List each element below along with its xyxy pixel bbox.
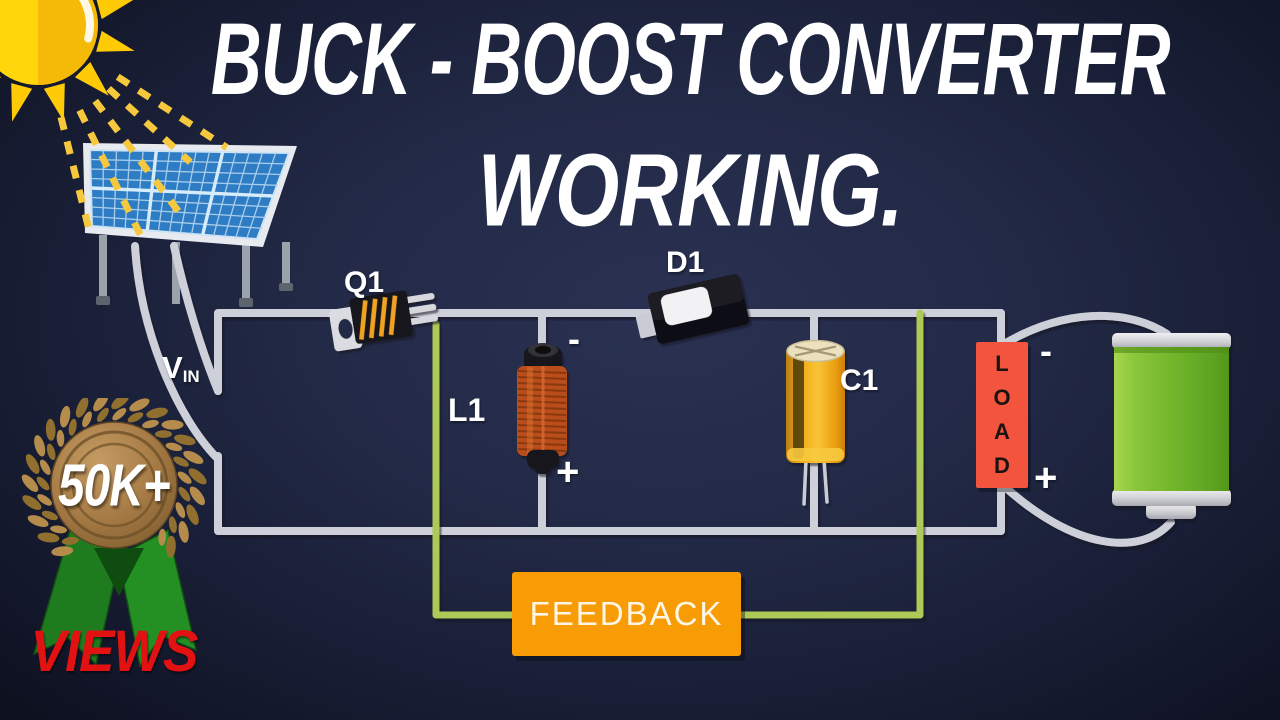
feedback-wires [432,309,924,619]
capacitor-c1 [786,339,845,506]
medal-graphic [21,398,207,668]
inductor-plus-sign: + [556,450,580,494]
title-line-2: WORKING. [477,133,903,249]
diode-label: D1 [666,246,705,279]
battery-wire-top [1000,311,1171,348]
load-label: LOAD [993,351,1011,478]
sunlight-dashed-rays [57,73,229,247]
battery-wire-bottom [1000,482,1175,547]
vin-label: VIN [162,350,200,386]
load-box: LOAD [976,342,1028,488]
capacitor-label: C1 [840,364,879,397]
battery-illustration [1112,333,1231,519]
inductor-l1 [517,343,567,474]
diode-d1 [635,274,750,344]
transistor-label: Q1 [344,266,385,299]
feedback-box: FEEDBACK [512,572,741,656]
inductor-minus-sign: - [568,318,580,359]
feedback-label: FEEDBACK [529,595,724,632]
load-plus-sign: + [1034,456,1058,500]
sun-icon [0,0,135,122]
ribbons [32,528,198,668]
views-label: VIEWS [30,617,199,684]
transistor-q1 [329,290,439,352]
panel-wire-positive [170,242,222,395]
load-minus-sign: - [1040,330,1052,371]
views-badge: 50K+ VIEWS [8,398,220,700]
views-count: 50K+ [58,452,171,519]
video-title: BUCK - BOOST CONVERTER WORKING. [90,1,1280,271]
title-line-1: BUCK - BOOST CONVERTER [210,1,1171,116]
laurel-wreath-icon [21,398,207,558]
medal-icon [50,421,178,549]
panel-feet [96,283,293,307]
panel-section-dividers [90,150,274,236]
panel-wire-negative [131,242,221,462]
inductor-label: L1 [448,392,486,428]
